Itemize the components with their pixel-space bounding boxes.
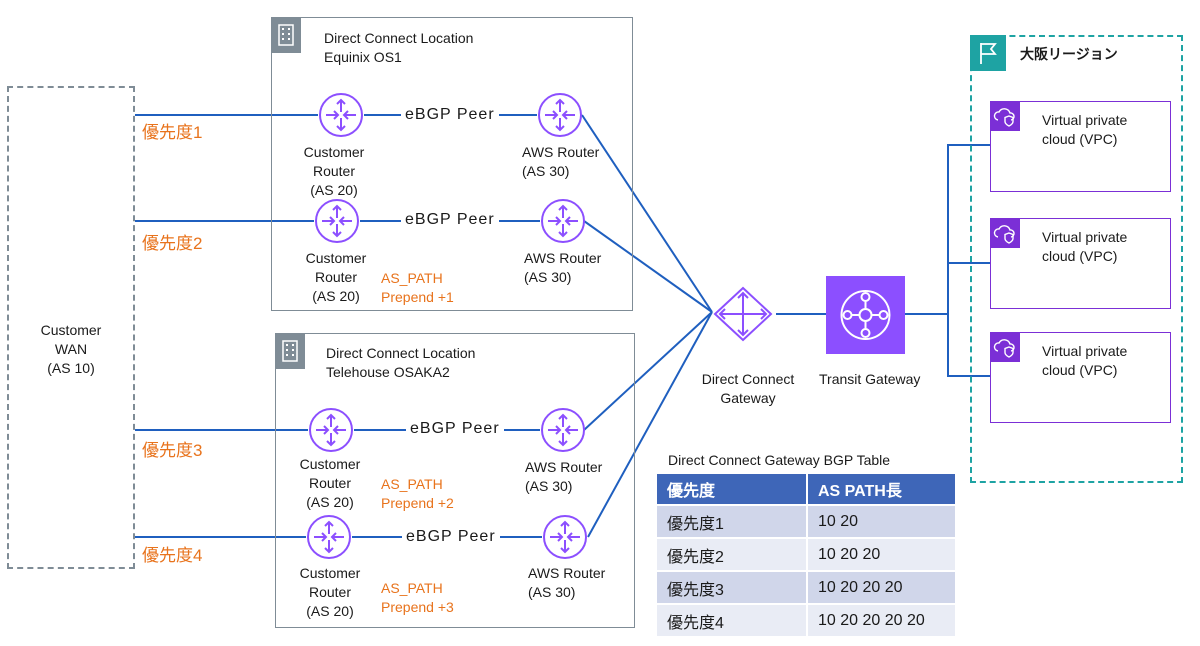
vpc-box-1	[990, 101, 1171, 192]
customer-router-label: Customer Router (AS 20)	[303, 144, 365, 198]
vpc-cloud-icon	[990, 101, 1020, 131]
table-row: 優先度2 10 20 20	[657, 537, 957, 571]
customer-router-icon	[306, 514, 352, 560]
aws-router-icon	[540, 407, 586, 453]
flag-icon	[970, 35, 1006, 71]
vpc-cloud-icon	[990, 218, 1020, 248]
customer-wan-label: Customer WAN (AS 10)	[40, 322, 102, 376]
vpc-label-1: Virtual private cloud (VPC)	[1042, 112, 1128, 147]
vpc-box-3	[990, 332, 1171, 423]
dc-location-box-1	[271, 17, 633, 311]
link-aws2-dxgw	[583, 220, 713, 313]
customer-router-icon	[314, 198, 360, 244]
ebgp-peer-label: eBGP Peer	[401, 106, 499, 124]
link-tgw-vpcs	[947, 144, 990, 377]
priority-label-4: 優先度4	[142, 546, 203, 565]
ebgp-peer-label: eBGP Peer	[401, 211, 499, 229]
customer-router-label: Customer Router (AS 20)	[305, 250, 367, 304]
as-path-prepend-label: AS_PATH Prepend +1	[381, 270, 454, 305]
priority-label-3: 優先度3	[142, 441, 203, 460]
vpc-label-3: Virtual private cloud (VPC)	[1042, 343, 1128, 378]
vpc-box-2	[990, 218, 1171, 309]
aws-router-label: AWS Router (AS 30)	[522, 144, 600, 179]
customer-router-label: Customer Router (AS 20)	[299, 565, 361, 619]
aws-router-icon	[542, 514, 588, 560]
table-row: 優先度1 10 20	[657, 504, 957, 538]
bgp-table-header-priority: 優先度	[657, 474, 808, 505]
link-aws1-dxgw	[581, 114, 713, 313]
priority-label-1: 優先度1	[142, 123, 203, 142]
as-path-prepend-label: AS_PATH Prepend +2	[381, 476, 454, 511]
link-aws4-dxgw	[587, 311, 713, 538]
table-row: 優先度4 10 20 20 20 20	[657, 603, 957, 636]
customer-router-icon	[318, 92, 364, 138]
aws-router-label: AWS Router (AS 30)	[528, 565, 606, 600]
ebgp-peer-label: eBGP Peer	[406, 420, 504, 438]
as-path-prepend-label: AS_PATH Prepend +3	[381, 580, 454, 615]
dc-location-title-1: Direct Connect Location Equinix OS1	[324, 30, 474, 65]
region-box	[970, 35, 1183, 483]
direct-connect-gateway-label: Direct Connect Gateway	[701, 371, 795, 406]
dc-location-title-2: Direct Connect Location Telehouse OSAKA2	[326, 345, 476, 380]
ebgp-peer-label: eBGP Peer	[402, 528, 500, 546]
aws-router-icon	[540, 198, 586, 244]
region-name: 大阪リージョン	[1020, 46, 1118, 62]
link-aws3-dxgw	[583, 311, 713, 431]
customer-wan-box	[7, 86, 135, 569]
customer-router-icon	[308, 407, 354, 453]
vpc-cloud-icon	[990, 332, 1020, 362]
aws-router-label: AWS Router (AS 30)	[524, 250, 602, 285]
dc-location-box-2	[275, 333, 635, 628]
transit-gateway-label: Transit Gateway	[819, 371, 921, 387]
priority-label-2: 優先度2	[142, 234, 203, 253]
bgp-table: 優先度 AS PATH長 優先度1 10 20 優先度2 10 20 20 優先…	[657, 474, 957, 636]
bgp-table-header-row: 優先度 AS PATH長	[657, 474, 957, 505]
aws-router-icon	[537, 92, 583, 138]
bgp-table-title: Direct Connect Gateway BGP Table	[668, 452, 891, 468]
vpc-label-2: Virtual private cloud (VPC)	[1042, 229, 1128, 264]
building-icon	[275, 333, 305, 369]
table-row: 優先度3 10 20 20 20	[657, 570, 957, 604]
direct-connect-gateway-icon	[712, 285, 774, 343]
transit-gateway-icon	[826, 276, 905, 354]
bgp-table-header-aspath: AS PATH長	[807, 474, 957, 505]
customer-router-label: Customer Router (AS 20)	[299, 456, 361, 510]
aws-router-label: AWS Router (AS 30)	[525, 459, 603, 494]
building-icon	[271, 17, 301, 53]
